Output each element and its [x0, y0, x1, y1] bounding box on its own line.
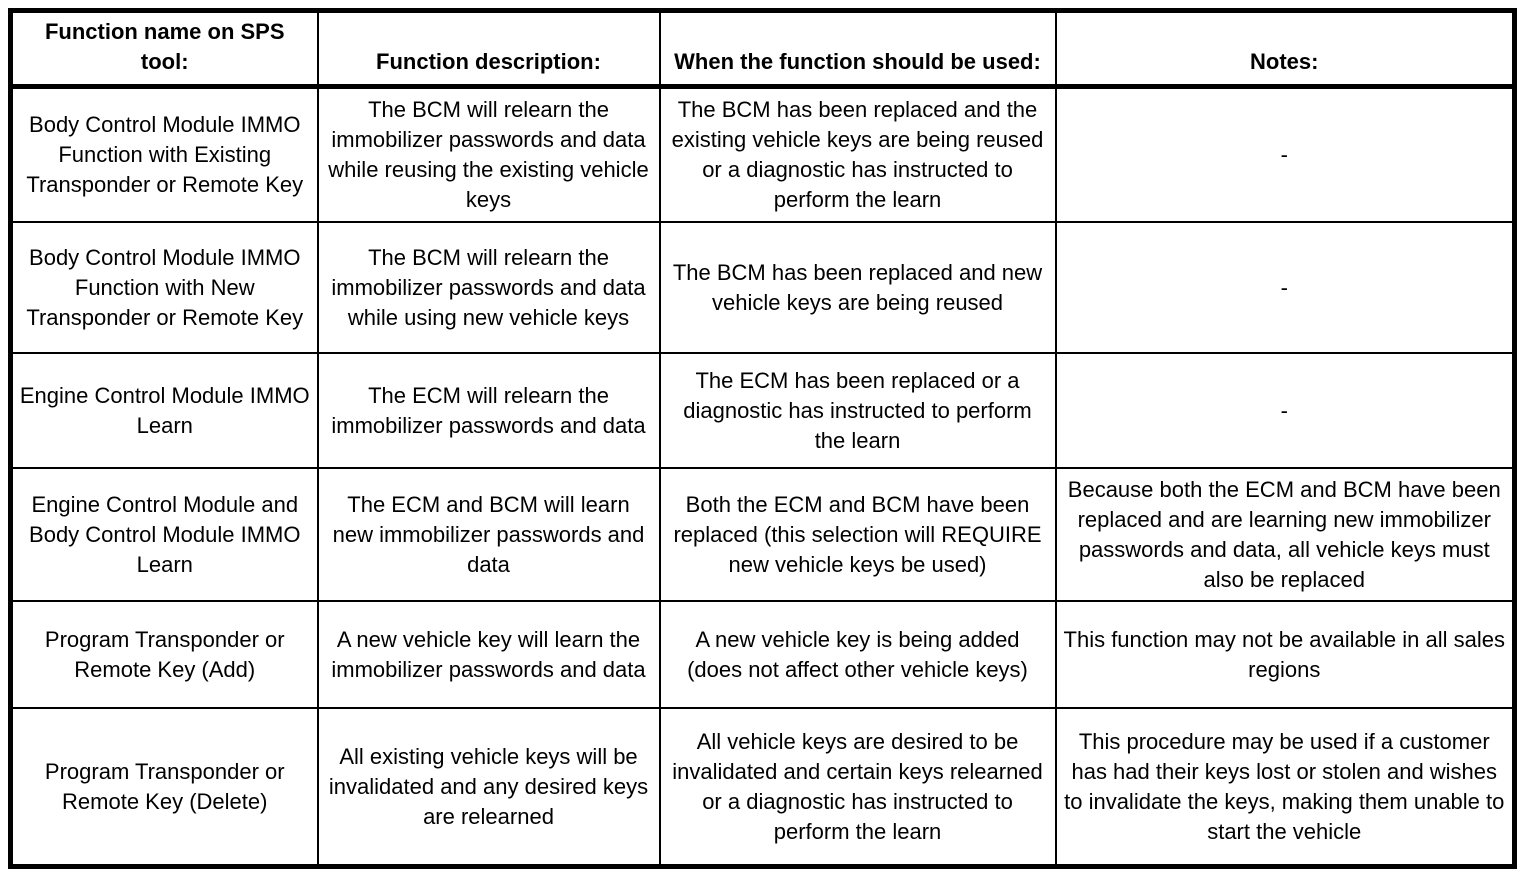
- cell-function-name: Engine Control Module and Body Control M…: [9, 467, 319, 602]
- cell-when-used: A new vehicle key is being added (does n…: [658, 600, 1057, 709]
- column-header-when-used: When the function should be used:: [658, 9, 1057, 89]
- cell-when-used: Both the ECM and BCM have been replaced …: [658, 467, 1057, 602]
- cell-function-name: Body Control Module IMMO Function with N…: [9, 221, 319, 354]
- cell-function-description: The ECM and BCM will learn new immobiliz…: [316, 467, 661, 602]
- cell-notes: Because both the ECM and BCM have been r…: [1054, 467, 1516, 602]
- cell-when-used: The BCM has been replaced and new vehicl…: [658, 221, 1057, 354]
- cell-function-name: Body Control Module IMMO Function with E…: [9, 85, 319, 223]
- cell-notes: -: [1054, 352, 1516, 469]
- cell-function-name: Engine Control Module IMMO Learn: [9, 352, 319, 469]
- cell-when-used: The BCM has been replaced and the existi…: [658, 85, 1057, 223]
- cell-function-description: The BCM will relearn the immobilizer pas…: [316, 221, 661, 354]
- cell-function-name: Program Transponder or Remote Key (Delet…: [9, 707, 319, 868]
- sps-functions-table: Function name on SPS tool: Function desc…: [8, 8, 1517, 869]
- cell-when-used: The ECM has been replaced or a diagnosti…: [658, 352, 1057, 469]
- cell-function-description: The BCM will relearn the immobilizer pas…: [316, 85, 661, 223]
- cell-notes: This procedure may be used if a customer…: [1054, 707, 1516, 868]
- header-row: Function name on SPS tool: Function desc…: [9, 9, 1516, 89]
- cell-function-name: Program Transponder or Remote Key (Add): [9, 600, 319, 709]
- column-header-function-description: Function description:: [316, 9, 661, 89]
- cell-notes: -: [1054, 221, 1516, 354]
- column-header-function-name: Function name on SPS tool:: [9, 9, 319, 89]
- table-row: Engine Control Module and Body Control M…: [9, 467, 1516, 602]
- table-row: Program Transponder or Remote Key (Add) …: [9, 600, 1516, 709]
- table-row: Program Transponder or Remote Key (Delet…: [9, 707, 1516, 868]
- table-row: Body Control Module IMMO Function with N…: [9, 221, 1516, 354]
- cell-notes: -: [1054, 85, 1516, 223]
- cell-function-description: A new vehicle key will learn the immobil…: [316, 600, 661, 709]
- table-row: Body Control Module IMMO Function with E…: [9, 85, 1516, 223]
- cell-notes: This function may not be available in al…: [1054, 600, 1516, 709]
- column-header-notes: Notes:: [1054, 9, 1516, 89]
- cell-function-description: The ECM will relearn the immobilizer pas…: [316, 352, 661, 469]
- cell-when-used: All vehicle keys are desired to be inval…: [658, 707, 1057, 868]
- cell-function-description: All existing vehicle keys will be invali…: [316, 707, 661, 868]
- table-row: Engine Control Module IMMO Learn The ECM…: [9, 352, 1516, 469]
